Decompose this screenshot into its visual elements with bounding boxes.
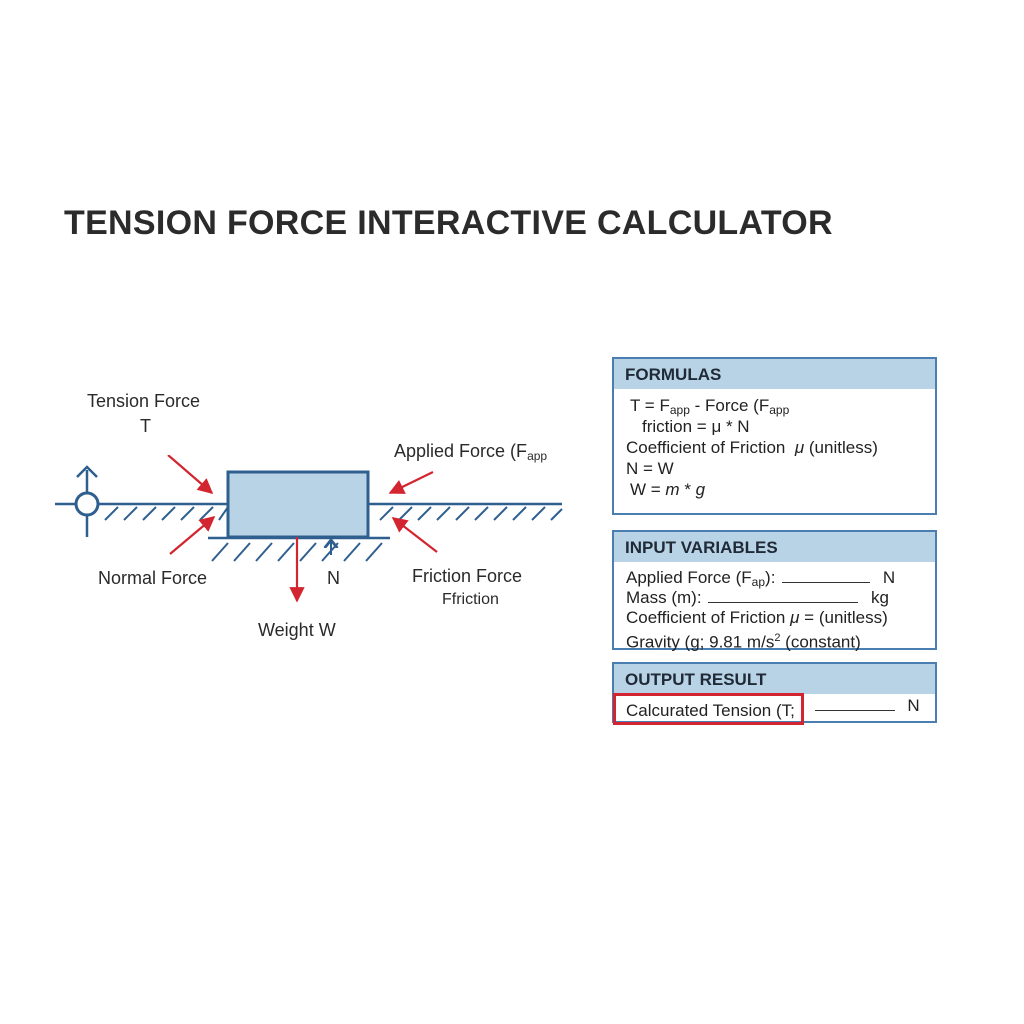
free-body-diagram (55, 455, 563, 603)
formula-weight: W = m * g (630, 480, 706, 499)
normal-force-label: Normal Force (98, 568, 208, 588)
formula-coefficient: Coefficient of Friction μ (unitless) (626, 438, 878, 457)
output-result-title: OUTPUT RESULT (614, 664, 935, 694)
mass-input[interactable] (708, 588, 859, 603)
formula-normal: N = W (626, 459, 674, 478)
formula-tension: T = Fapp - Force (Fapp (630, 396, 790, 417)
applied-force-input[interactable] (782, 568, 871, 583)
surface-hatch-left (104, 506, 229, 521)
normal-force-red-arrow (169, 516, 216, 555)
formula-friction: friction = μ * N (642, 417, 750, 436)
friction-force-label: Friction Force (412, 566, 523, 586)
output-result-row: Calcurated Tension (T; N (613, 693, 925, 725)
output-result-panel: OUTPUT RESULT Calcurated Tension (T; N (612, 662, 937, 725)
friction-force-arrow (391, 517, 438, 553)
block (226, 470, 370, 539)
input-variables-title: INPUT VARIABLES (614, 532, 935, 562)
mass-input-row: Mass (m): kg (626, 588, 889, 607)
calculated-tension-label: Calcurated Tension (T; (613, 693, 804, 725)
applied-force-input-row: Applied Force (Fap): N (626, 568, 896, 589)
tension-force-label: Tension Force (87, 391, 201, 411)
applied-force-arrow (388, 471, 434, 494)
gravity-row: Gravity (g; 9.81 m/s2 (constant) (626, 632, 861, 652)
tension-arrow (167, 455, 214, 495)
coefficient-input-row: Coefficient of Friction μ = (unitless) (626, 608, 888, 627)
friction-force-symbol: Ffriction (442, 591, 499, 608)
normal-force-symbol: N (327, 568, 340, 588)
input-variables-panel: INPUT VARIABLES Applied Force (Fap): N M… (612, 530, 937, 652)
page-title: TENSION FORCE INTERACTIVE CALCULATOR (64, 204, 833, 242)
formulas-panel: FORMULAS T = Fapp - Force (Fapp friction… (612, 357, 937, 515)
surface-hatch-right (379, 506, 563, 521)
calculated-tension-output (814, 700, 895, 711)
anchor-pulley-icon (74, 465, 100, 537)
formulas-title: FORMULAS (614, 359, 935, 389)
tension-force-symbol: T (140, 416, 151, 436)
calculated-tension-unit: N (907, 696, 920, 715)
weight-label: Weight W (258, 620, 336, 640)
applied-force-label: Applied Force (Fapp (394, 441, 548, 463)
